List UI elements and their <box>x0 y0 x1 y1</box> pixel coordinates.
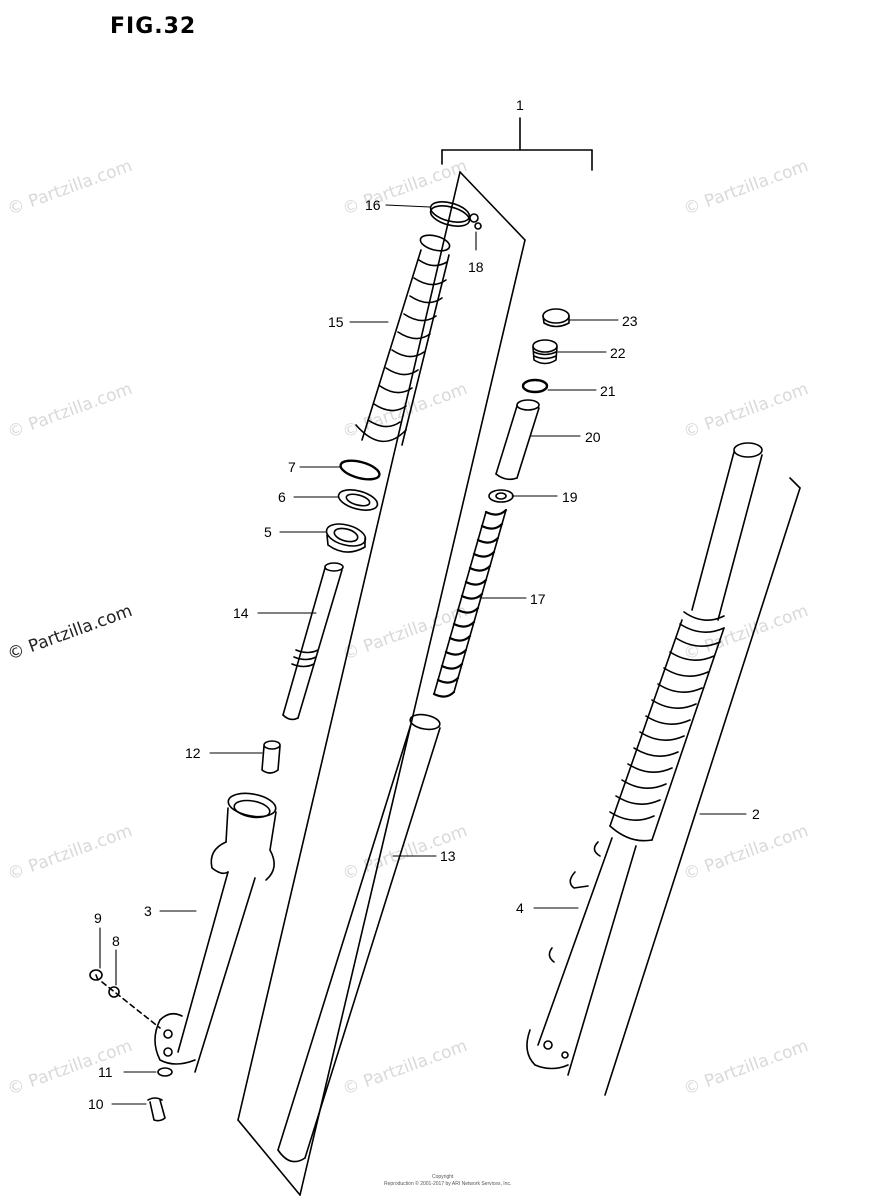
washer-11 <box>157 1067 173 1077</box>
callout-19: 19 <box>562 489 578 505</box>
callout-22: 22 <box>610 345 626 361</box>
callout-18: 18 <box>468 259 484 275</box>
assembly-bracket <box>441 117 593 171</box>
o-ring <box>521 378 549 394</box>
callout-5: 5 <box>264 524 272 540</box>
washer-8 <box>108 986 120 998</box>
watermark: © Partzilla.com <box>5 1036 135 1100</box>
callout-9: 9 <box>94 910 102 926</box>
callout-21: 21 <box>600 383 616 399</box>
callout-13: 13 <box>440 848 456 864</box>
assembly-line <box>101 981 161 1029</box>
assembly-frame <box>237 171 526 1196</box>
callout-23: 23 <box>622 313 638 329</box>
fork-spring <box>432 508 508 698</box>
callout-14: 14 <box>233 605 249 621</box>
watermark: © Partzilla.com <box>681 379 811 443</box>
bolt-10 <box>147 1097 166 1122</box>
callout-15: 15 <box>328 314 344 330</box>
callout-12: 12 <box>185 745 201 761</box>
bolt-9 <box>89 969 103 981</box>
clamp-screw <box>469 213 482 230</box>
fork-boot <box>355 234 451 446</box>
callout-11: 11 <box>98 1064 113 1080</box>
copyright-line: Reproduction © 2001-2017 by ARI Network … <box>384 1180 511 1187</box>
watermark: © Partzilla.com <box>681 1036 811 1100</box>
callout-labels: 1 16 18 15 23 22 21 20 7 6 19 5 17 14 12… <box>88 97 760 1112</box>
inner-tube <box>277 713 441 1163</box>
fork-cap <box>542 308 570 328</box>
leader-lines <box>99 204 747 1105</box>
callout-17: 17 <box>530 591 546 607</box>
outer-tube-left <box>154 792 277 1073</box>
assembly-number: 1 <box>516 97 524 113</box>
callout-2: 2 <box>752 806 760 822</box>
watermark: © Partzilla.com <box>5 601 135 665</box>
watermark: © Partzilla.com <box>340 1036 470 1100</box>
callout-8: 8 <box>112 933 120 949</box>
fork-assembly-right <box>526 442 763 1076</box>
oil-seal-washer <box>337 489 379 511</box>
spacer <box>495 399 540 481</box>
watermark: © Partzilla.com <box>5 156 135 220</box>
watermark: © Partzilla.com <box>681 821 811 885</box>
figure-title: FIG.32 <box>110 14 197 39</box>
oil-seal <box>325 523 367 553</box>
callout-10: 10 <box>88 1096 104 1112</box>
callout-16: 16 <box>365 197 381 213</box>
callout-3: 3 <box>144 903 152 919</box>
oil-lock-piece <box>261 740 281 774</box>
callout-6: 6 <box>278 489 286 505</box>
copyright-footer: Copyright Reproduction © 2001-2017 by AR… <box>384 1174 511 1187</box>
watermark: © Partzilla.com <box>681 156 811 220</box>
copyright-line: Copyright <box>432 1174 454 1180</box>
outer-tube-frame <box>604 477 801 1096</box>
watermark: © Partzilla.com <box>340 601 470 665</box>
snap-ring <box>339 459 381 481</box>
watermark-layer: © Partzilla.com © Partzilla.com © Partzi… <box>5 156 811 1100</box>
callout-20: 20 <box>585 429 601 445</box>
damper-rod <box>282 562 344 721</box>
callout-7: 7 <box>288 459 296 475</box>
watermark: © Partzilla.com <box>5 379 135 443</box>
spring-seat <box>488 489 514 503</box>
callout-4: 4 <box>516 900 524 916</box>
watermark: © Partzilla.com <box>5 821 135 885</box>
cap-bolt <box>532 339 558 365</box>
